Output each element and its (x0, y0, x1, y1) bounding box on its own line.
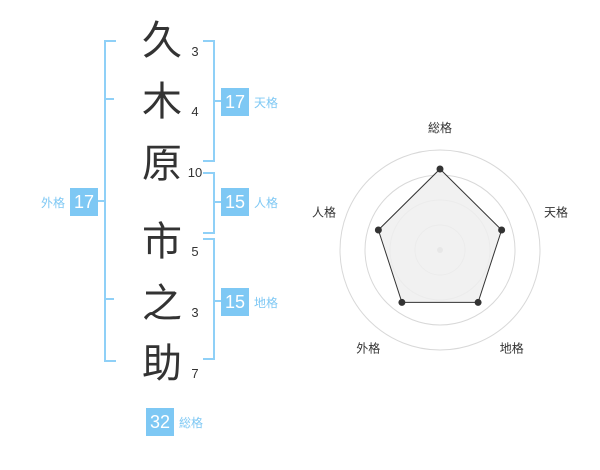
gaikaku-label: 外格 (41, 195, 66, 210)
chikaku-bracket (203, 238, 215, 360)
tenkaku-value: 17 (221, 88, 249, 116)
radar-point-1 (436, 165, 444, 173)
tenkaku-bracket (203, 40, 215, 162)
tenkaku-label: 天格 (254, 95, 279, 110)
radar-point-5 (374, 226, 382, 234)
name-char-3: 原 (142, 141, 182, 187)
radar-axis-label-1: 総格 (428, 120, 452, 135)
chikaku-connector (215, 300, 221, 302)
chikaku-badge: 15 地格 (221, 288, 278, 316)
radar-axis-label-2: 天格 (544, 204, 568, 219)
jinkaku-badge: 15 人格 (221, 188, 278, 216)
gaikaku-badge: 外格 17 (41, 188, 99, 216)
stroke-count-1: 3 (191, 44, 199, 59)
name-char-5: 之 (142, 281, 182, 327)
radar-point-4 (398, 298, 406, 306)
radar-axis-label-3: 地格 (500, 341, 524, 356)
radar-point-2 (498, 226, 506, 234)
chikaku-label: 地格 (254, 295, 279, 310)
gaikaku-value: 17 (70, 188, 99, 216)
radar-axis-label-5: 人格 (312, 204, 336, 219)
gaikaku-connector (96, 200, 104, 202)
name-char-2: 木 (142, 79, 182, 125)
jinkaku-value: 15 (221, 188, 249, 216)
jinkaku-connector (215, 201, 221, 203)
jinkaku-bracket (203, 172, 215, 234)
tenkaku-connector (215, 100, 221, 102)
soukaku-value: 32 (146, 408, 174, 436)
jinkaku-label: 人格 (254, 195, 279, 210)
name-char-1: 久 (142, 18, 182, 64)
chikaku-value: 15 (221, 288, 249, 316)
soukaku-label: 総格 (179, 415, 204, 430)
radar-polygon (377, 168, 503, 303)
radar-point-3 (474, 298, 482, 306)
radar-ring-4 (339, 149, 541, 351)
radar-axis-label-4: 外格 (356, 341, 380, 356)
name-char-6: 助 (142, 341, 182, 387)
stroke-count-4: 5 (191, 244, 199, 259)
gaikaku-bracket (104, 40, 116, 362)
gaikaku-tick-lower (104, 298, 114, 300)
stroke-count-3: 10 (187, 165, 203, 180)
stroke-count-2: 4 (191, 104, 199, 119)
name-char-4: 市 (142, 219, 182, 265)
gaikaku-tick-upper (104, 98, 114, 100)
tenkaku-badge: 17 天格 (221, 88, 278, 116)
soukaku-badge: 32 総格 (146, 408, 203, 436)
stroke-count-6: 7 (191, 366, 199, 381)
stroke-count-5: 3 (191, 305, 199, 320)
